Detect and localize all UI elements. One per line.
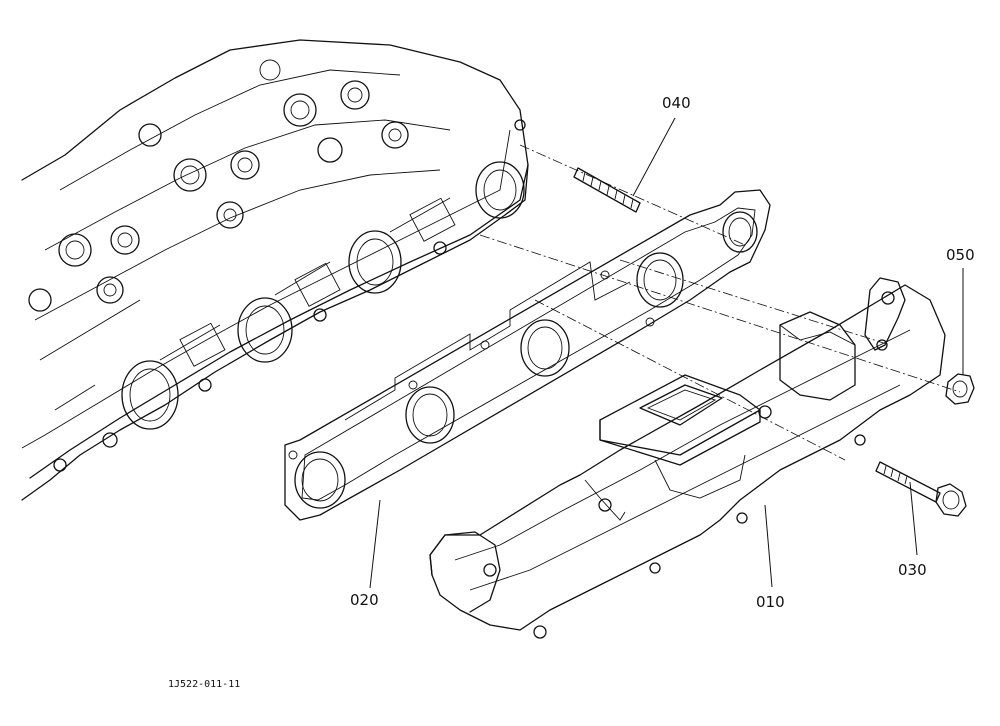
exhaust-manifold-gasket <box>284 189 771 521</box>
part-label-010: 010 <box>756 593 785 611</box>
valve-seat-cluster-3 <box>28 225 140 312</box>
cylinder-head <box>21 39 529 501</box>
drawing-code: 1J522-011-11 <box>168 679 240 690</box>
part-label-050: 050 <box>946 246 975 264</box>
exhaust-manifold <box>429 277 946 639</box>
alignment-centerlines <box>479 144 961 461</box>
leader-lines <box>369 117 964 589</box>
part-label-020: 020 <box>350 591 379 609</box>
valve-seat-cluster-2 <box>138 123 260 229</box>
valve-seat-cluster-1 <box>259 59 409 163</box>
flange-nut-050 <box>945 373 975 405</box>
flange-bolt-030 <box>875 461 967 517</box>
stud-bolt-040 <box>573 167 641 213</box>
part-label-040: 040 <box>662 94 691 112</box>
part-label-030: 030 <box>898 561 927 579</box>
